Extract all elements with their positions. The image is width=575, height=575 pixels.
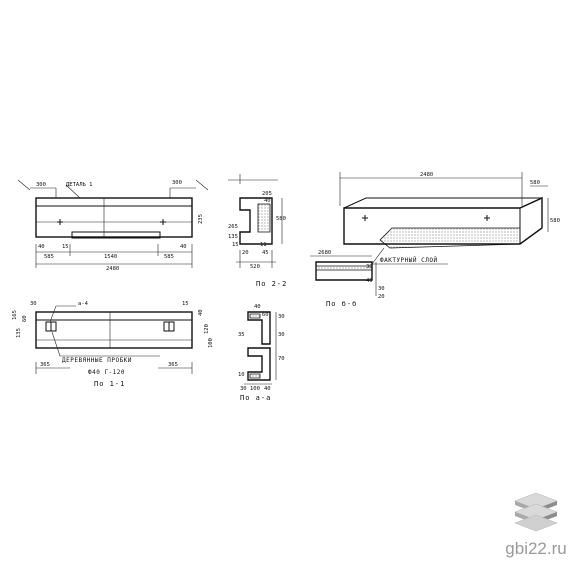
seg-right: 585 [164, 254, 174, 260]
sec11-rdim-1: 120 [204, 324, 210, 334]
sec22-small-c: 45 [262, 250, 269, 256]
sec11-rdim-0: 40 [198, 309, 204, 316]
top-dim-right: 300 [172, 180, 182, 186]
overall-length: 2480 [106, 266, 119, 272]
sec22-caption: По 2-2 [256, 280, 287, 288]
sec22-dim-l2: 135 [228, 234, 238, 240]
bottom-small-mid: 15 [62, 244, 69, 250]
seg-mid: 1540 [104, 254, 117, 260]
secaa-bottom-1: 40 [264, 386, 271, 392]
secaa-bottom-0: 100 [250, 386, 260, 392]
iso-height: 580 [550, 218, 560, 224]
section-2-2: 205 40 580 265 135 15 11 45 20 520 По 2-… [228, 174, 287, 288]
sec22-width: 520 [250, 264, 260, 270]
sec11-top-right: 15 [182, 301, 189, 307]
sec11-right-dim: 365 [168, 362, 178, 368]
bottom-small-right: 40 [180, 244, 187, 250]
left-elevation: ДЕТАЛЬ 1 300 300 40 15 40 585 1540 585 2… [17, 179, 209, 272]
sec11-side-2: 165 [12, 310, 18, 320]
watermark: gbi22.ru [505, 491, 567, 559]
section-1-1: а-4 ДЕРЕВЯННЫЕ ПРОБКИ Ф40 Г-120 365 365 … [12, 301, 214, 388]
secaa-top-1: 60 [262, 312, 269, 318]
sec11-left-dim: 365 [40, 362, 50, 368]
sec11-label-b: ДЕРЕВЯННЫЕ ПРОБКИ [62, 357, 132, 364]
sec22-dim-l1: 265 [228, 224, 238, 230]
seg-left: 585 [44, 254, 54, 260]
secbb-length: 2680 [318, 250, 331, 256]
section-b-b: 2680 30 40 20 30 По б-б [310, 250, 385, 308]
facing-layer-label: ФАКТУРНЫЙ СЛОЙ [380, 257, 438, 264]
sec11-top-left: 30 [30, 301, 37, 307]
secaa-right-2: 70 [278, 356, 285, 362]
sec22-dim-r1: 40 [264, 198, 271, 204]
secaa-bottom-2: 30 [240, 386, 247, 392]
sec22-height: 580 [276, 216, 286, 222]
iso-length: 2480 [420, 172, 433, 178]
secbb-small-c: 30 [378, 286, 385, 292]
iso-view: 2480 580 580 ФАКТУРНЫЙ СЛОЙ [339, 172, 560, 265]
secbb-height: 30 [366, 264, 373, 270]
sec11-side-0: 135 [16, 328, 22, 338]
secaa-right-1: 30 [278, 332, 285, 338]
sec11-label-a: а-4 [78, 301, 89, 307]
sec11-side-1: 60 [22, 315, 28, 322]
sec22-small-b: 11 [260, 242, 267, 248]
side-dim-1: 235 [198, 214, 204, 224]
stacked-slabs-icon [514, 492, 558, 532]
secaa-left-1: 10 [238, 372, 245, 378]
secaa-caption: По а-а [240, 394, 271, 402]
detail-label: ДЕТАЛЬ 1 [66, 182, 93, 188]
sec11-label-c: Ф40 Г-120 [88, 369, 125, 376]
section-a-a: 40 60 30 30 70 35 10 100 40 30 По а-а [238, 304, 285, 402]
top-dim-left: 300 [36, 182, 46, 188]
watermark-text: gbi22.ru [505, 539, 567, 558]
sec11-rdim-2: 100 [208, 338, 214, 348]
sec22-dim-r0: 205 [262, 191, 272, 197]
secaa-right-0: 30 [278, 314, 285, 320]
secaa-top-0: 40 [254, 304, 261, 310]
secbb-small-b: 20 [378, 294, 385, 300]
bottom-small-left: 40 [38, 244, 45, 250]
sec11-caption: По 1-1 [94, 380, 125, 388]
secbb-small-a: 40 [366, 278, 373, 284]
iso-width: 580 [530, 180, 540, 186]
sec22-small-a: 15 [232, 242, 239, 248]
sec22-small-d: 20 [242, 250, 249, 256]
secaa-left-0: 35 [238, 332, 245, 338]
secbb-caption: По б-б [326, 300, 357, 308]
